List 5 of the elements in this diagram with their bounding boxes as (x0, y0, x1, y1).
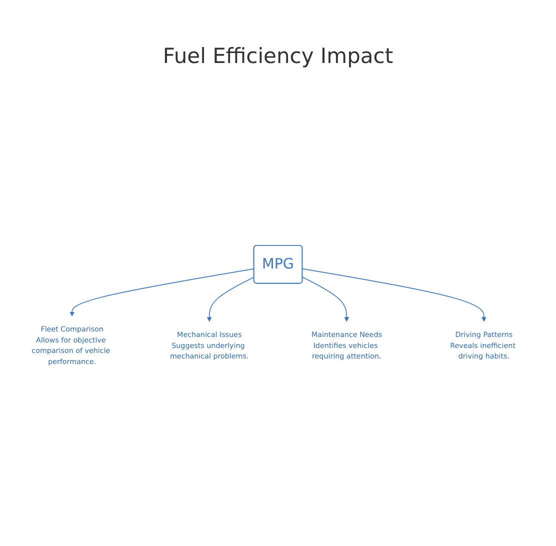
diagram-title: Fuel Efficiency Impact (162, 44, 394, 68)
arrow (302, 276, 350, 322)
arrow (302, 268, 486, 322)
arrow (70, 268, 254, 316)
arrow (206, 276, 254, 322)
